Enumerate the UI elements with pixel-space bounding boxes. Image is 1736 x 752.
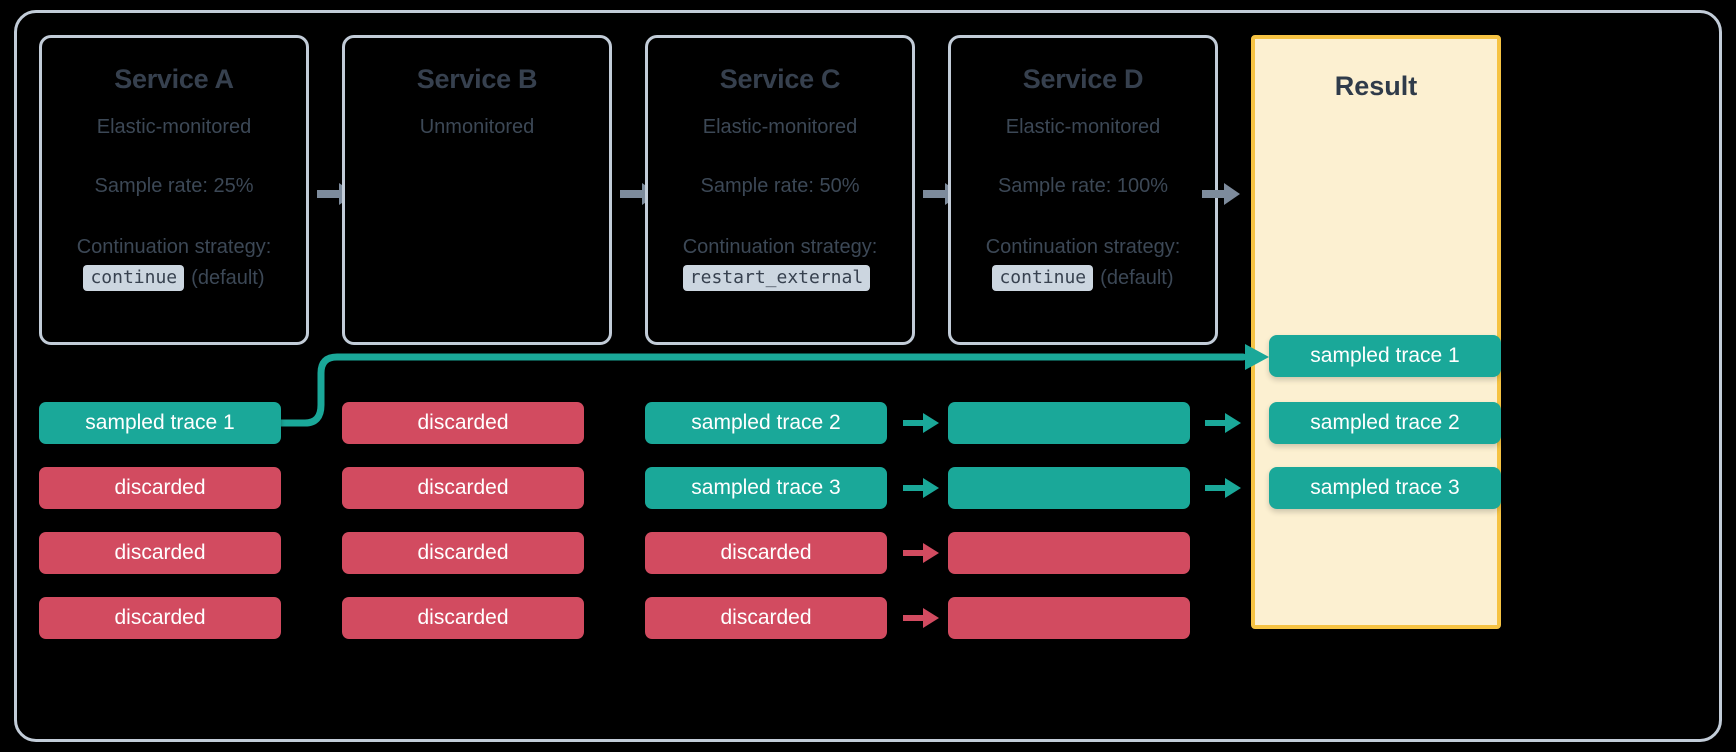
service-b-monitoring: Unmonitored — [419, 116, 535, 138]
service-d-strategy-row: continue (default) — [951, 265, 1215, 291]
service-a-strategy-value: continue — [83, 265, 185, 291]
service-d-strategy-note: (default) — [1100, 266, 1174, 289]
service-d-monitoring: Elastic-monitored — [1005, 116, 1161, 138]
service-d-strategy-label: Continuation strategy: — [985, 236, 1181, 258]
service-a-monitoring: Elastic-monitored — [96, 116, 252, 138]
service-a-strategy-note: (default) — [191, 266, 265, 289]
trace-box-b-3: discarded — [342, 532, 584, 574]
result-panel: Result — [1251, 35, 1501, 629]
row-arrow-c-to-d-4 — [903, 608, 939, 628]
row-arrow-c-to-d-2 — [903, 478, 939, 498]
service-c-monitoring: Elastic-monitored — [702, 116, 858, 138]
service-d-title: Service D — [1022, 64, 1144, 94]
result-title: Result — [1334, 71, 1418, 101]
service-card-c: Service C Elastic-monitored Sample rate:… — [645, 35, 915, 345]
trace-box-b-4: discarded — [342, 597, 584, 639]
service-card-b: Service B Unmonitored — [342, 35, 612, 345]
row-arrow-c-to-d-3 — [903, 543, 939, 563]
trace-box-c-3: discarded — [645, 532, 887, 574]
result-box-1: sampled trace 1 — [1269, 335, 1501, 377]
trace-box-b-1: discarded — [342, 402, 584, 444]
service-b-title: Service B — [416, 64, 538, 94]
service-a-strategy-row: continue (default) — [42, 265, 306, 291]
trace-box-a-4: discarded — [39, 597, 281, 639]
trace-box-a-2: discarded — [39, 467, 281, 509]
trace-box-d-2 — [948, 467, 1190, 509]
flow-arrow-d-to-result — [1202, 183, 1240, 205]
trace-box-d-3 — [948, 532, 1190, 574]
service-d-sample-rate: Sample rate: 100% — [997, 175, 1169, 197]
trace-box-a-3: discarded — [39, 532, 281, 574]
trace-box-a-1: sampled trace 1 — [39, 402, 281, 444]
service-card-d: Service D Elastic-monitored Sample rate:… — [948, 35, 1218, 345]
service-a-sample-rate: Sample rate: 25% — [94, 175, 254, 197]
trace-box-d-4 — [948, 597, 1190, 639]
service-c-sample-rate: Sample rate: 50% — [700, 175, 860, 197]
service-a-title: Service A — [114, 64, 234, 94]
trace-box-d-1 — [948, 402, 1190, 444]
diagram-canvas: Service A Elastic-monitored Sample rate:… — [14, 10, 1722, 742]
service-d-strategy-value: continue — [992, 265, 1094, 291]
service-card-a: Service A Elastic-monitored Sample rate:… — [39, 35, 309, 345]
row-arrow-c-to-d-1 — [903, 413, 939, 433]
service-a-strategy-label: Continuation strategy: — [76, 236, 272, 258]
service-c-title: Service C — [719, 64, 841, 94]
row-arrow-d-to-result-2 — [1205, 478, 1241, 498]
service-c-strategy-value: restart_external — [682, 265, 871, 291]
service-c-strategy-row: restart_external — [648, 265, 912, 291]
trace-box-c-4: discarded — [645, 597, 887, 639]
trace-box-b-2: discarded — [342, 467, 584, 509]
result-box-3: sampled trace 3 — [1269, 467, 1501, 509]
trace-box-c-2: sampled trace 3 — [645, 467, 887, 509]
service-c-strategy-label: Continuation strategy: — [682, 236, 878, 258]
trace-box-c-1: sampled trace 2 — [645, 402, 887, 444]
result-box-2: sampled trace 2 — [1269, 402, 1501, 444]
row-arrow-d-to-result-1 — [1205, 413, 1241, 433]
